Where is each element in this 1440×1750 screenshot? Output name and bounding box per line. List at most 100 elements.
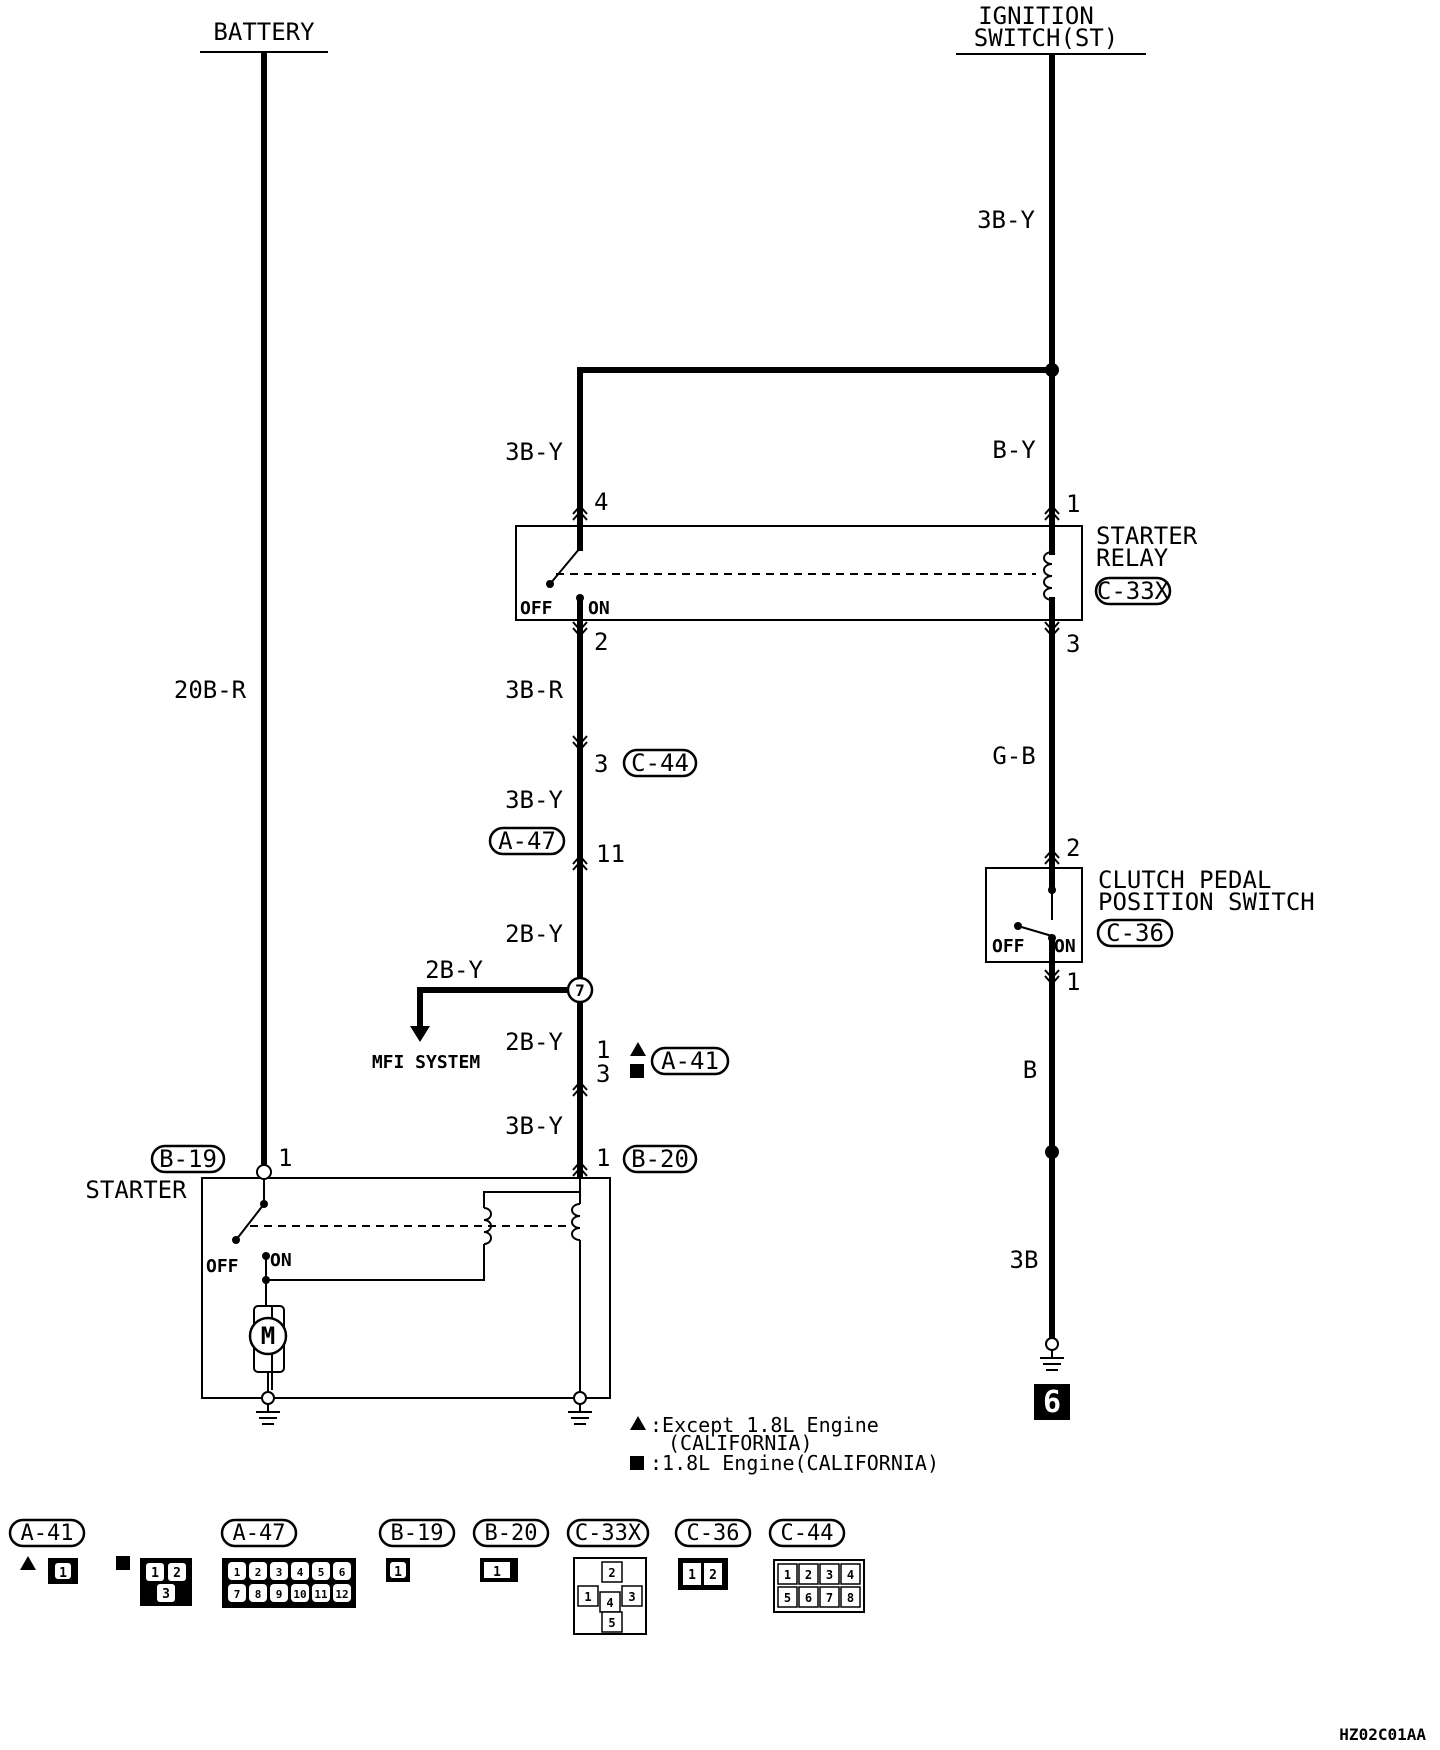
conn-c44-pin-1: 1: [784, 1568, 791, 1582]
conn-c33x-pin-1-box: [577, 1585, 599, 1607]
conn-a47-pin-1: 1: [234, 1566, 241, 1579]
conn-c44-pin-5-box: [777, 1586, 798, 1608]
conn-c44-pin-3-box: [819, 1563, 840, 1585]
conn-a47-pin-2: 2: [255, 1566, 262, 1579]
relay-on-label: ON: [588, 598, 610, 619]
conn-c44-pin-5: 5: [784, 1591, 791, 1605]
pin-relay-1: 1: [1066, 490, 1080, 518]
conn-a47-pin-7-box: [228, 1584, 246, 1602]
conn-a47-pin-12-box: [333, 1584, 351, 1602]
conn-label-c33x: C-33X: [575, 1521, 642, 1546]
connector-views: A-41 A-47 B-19 B-20 C-33X C-36 C-44 1 1 …: [8, 1518, 865, 1635]
wire-ground: 3B: [1010, 1246, 1039, 1274]
relay-name-1: STARTER: [1096, 522, 1198, 550]
legend-tri-2: (CALIFORNIA): [668, 1431, 813, 1455]
conn-c44-pin-6: 6: [805, 1591, 812, 1605]
hold-in-coil: [483, 1207, 492, 1245]
ground-number-box: [1034, 1384, 1070, 1420]
pin-a47: 11: [596, 840, 625, 868]
starter-ground-1: [256, 1391, 280, 1425]
conn-c33x-pin-2: 2: [608, 1566, 615, 1580]
a47-badge: [488, 826, 566, 856]
conn-a41-sq-pin3: [157, 1584, 175, 1602]
conn-c44-pin-4-box: [840, 1563, 861, 1585]
starter-box: [201, 1177, 611, 1399]
wire-20b-r: 20B-R: [174, 676, 247, 704]
relay-ref-badge: [1094, 576, 1172, 606]
conn-a47-pin-8-box: [249, 1584, 267, 1602]
conn-a41-sq-pin1: [146, 1563, 164, 1581]
a41-ref: A-41: [661, 1047, 719, 1075]
relay-off-dot: [546, 580, 554, 588]
conn-label-b19: B-19: [391, 1521, 444, 1546]
wire-relay-in: 3B-Y: [505, 438, 563, 466]
conn-a41-tri-pin-1: 1: [59, 1566, 67, 1581]
pin-b20: 1: [596, 1144, 610, 1172]
clutch-on-label: ON: [1054, 936, 1076, 957]
conn-a47-pin-10-box: [291, 1584, 309, 1602]
conn-c33x-pin-3: 3: [628, 1590, 635, 1604]
conn-c44-pin-8: 8: [847, 1591, 854, 1605]
starter-ground-2: [568, 1391, 592, 1425]
clutch-ref: C-36: [1106, 919, 1164, 947]
wire-coil-out: G-B: [992, 742, 1035, 770]
conn-a47-pin-3-box: [270, 1562, 288, 1580]
relay-feed-wire: [577, 367, 1055, 511]
relay-switch-arm: [549, 547, 581, 585]
mfi-branch-wire: [417, 987, 569, 1033]
clutch-switch-arm: [1017, 925, 1053, 937]
wire-relay-out: 3B-R: [505, 676, 563, 704]
conn-c44-pin-3: 3: [826, 1568, 833, 1582]
legend-sq-1: :1.8L Engine(CALIFORNIA): [650, 1451, 939, 1475]
conn-c44-pin-2: 2: [805, 1568, 812, 1582]
a41-triangle-marker: [630, 1042, 646, 1056]
clutch-name-1: CLUTCH PEDAL: [1098, 866, 1271, 894]
hold-coil-top: [483, 1191, 580, 1208]
conn-badge-a47: [220, 1518, 298, 1548]
conn-a47-pin-6-box: [333, 1562, 351, 1580]
splice-point: [566, 976, 594, 1004]
conn-a47-pin-10: 10: [293, 1588, 306, 1601]
c44-ref: C-44: [631, 749, 689, 777]
clutch-ref-badge: [1096, 918, 1174, 948]
conn-c36-pin-1-box: [683, 1563, 701, 1585]
clutch-off-label: OFF: [992, 936, 1025, 957]
conn-c33x-body: [573, 1557, 647, 1635]
conn-c44-pin-7: 7: [826, 1591, 833, 1605]
wire-ign-top: 3B-Y: [977, 206, 1035, 234]
splice-number: 7: [575, 981, 585, 1000]
pin-clutch-1: 1: [1066, 968, 1080, 996]
conn-b20-pin-1: 1: [493, 1565, 501, 1580]
conn-c33x-pin-5-box: [601, 1611, 623, 1633]
doc-code: HZ02C01AA: [1339, 1725, 1426, 1744]
conn-c36-pin-1: 1: [688, 1568, 696, 1583]
battery-label: BATTERY: [213, 18, 315, 46]
junction-dot: [1045, 363, 1059, 377]
pin-b19: 1: [278, 1144, 292, 1172]
conn-c33x-pin-4: 4: [606, 1596, 613, 1610]
conn-c44-pin-6-box: [798, 1586, 819, 1608]
conn-a47-pin-11: 11: [314, 1588, 328, 1601]
b20-ref: B-20: [631, 1145, 689, 1173]
conn-label-c36: C-36: [687, 1521, 740, 1546]
conn-label-a47: A-47: [233, 1521, 286, 1546]
pin-a41-b: 3: [596, 1060, 610, 1088]
a47-ref: A-47: [498, 827, 556, 855]
conn-b19-pin: [390, 1562, 406, 1578]
conn-a47-pin-7: 7: [234, 1588, 241, 1601]
b19-terminal: [256, 1164, 272, 1180]
clutch-name-2: POSITION SWITCH: [1098, 888, 1315, 916]
wire-clutch-out: B: [1023, 1056, 1037, 1084]
starter-off-label: OFF: [206, 1256, 239, 1277]
conn-c36-pin-2: 2: [709, 1568, 717, 1583]
conn-a47-pin-9: 9: [276, 1588, 283, 1601]
splice-dot: [1045, 1145, 1059, 1159]
conn-label-a41: A-41: [21, 1521, 74, 1546]
relay-name-2: RELAY: [1096, 544, 1169, 572]
relay-ref: C-33X: [1097, 577, 1170, 605]
conn-c33x-pin-3-box: [621, 1585, 643, 1607]
conn-a41-sq-pin-3: 3: [162, 1587, 170, 1602]
conn-a47-pin-1-box: [228, 1562, 246, 1580]
